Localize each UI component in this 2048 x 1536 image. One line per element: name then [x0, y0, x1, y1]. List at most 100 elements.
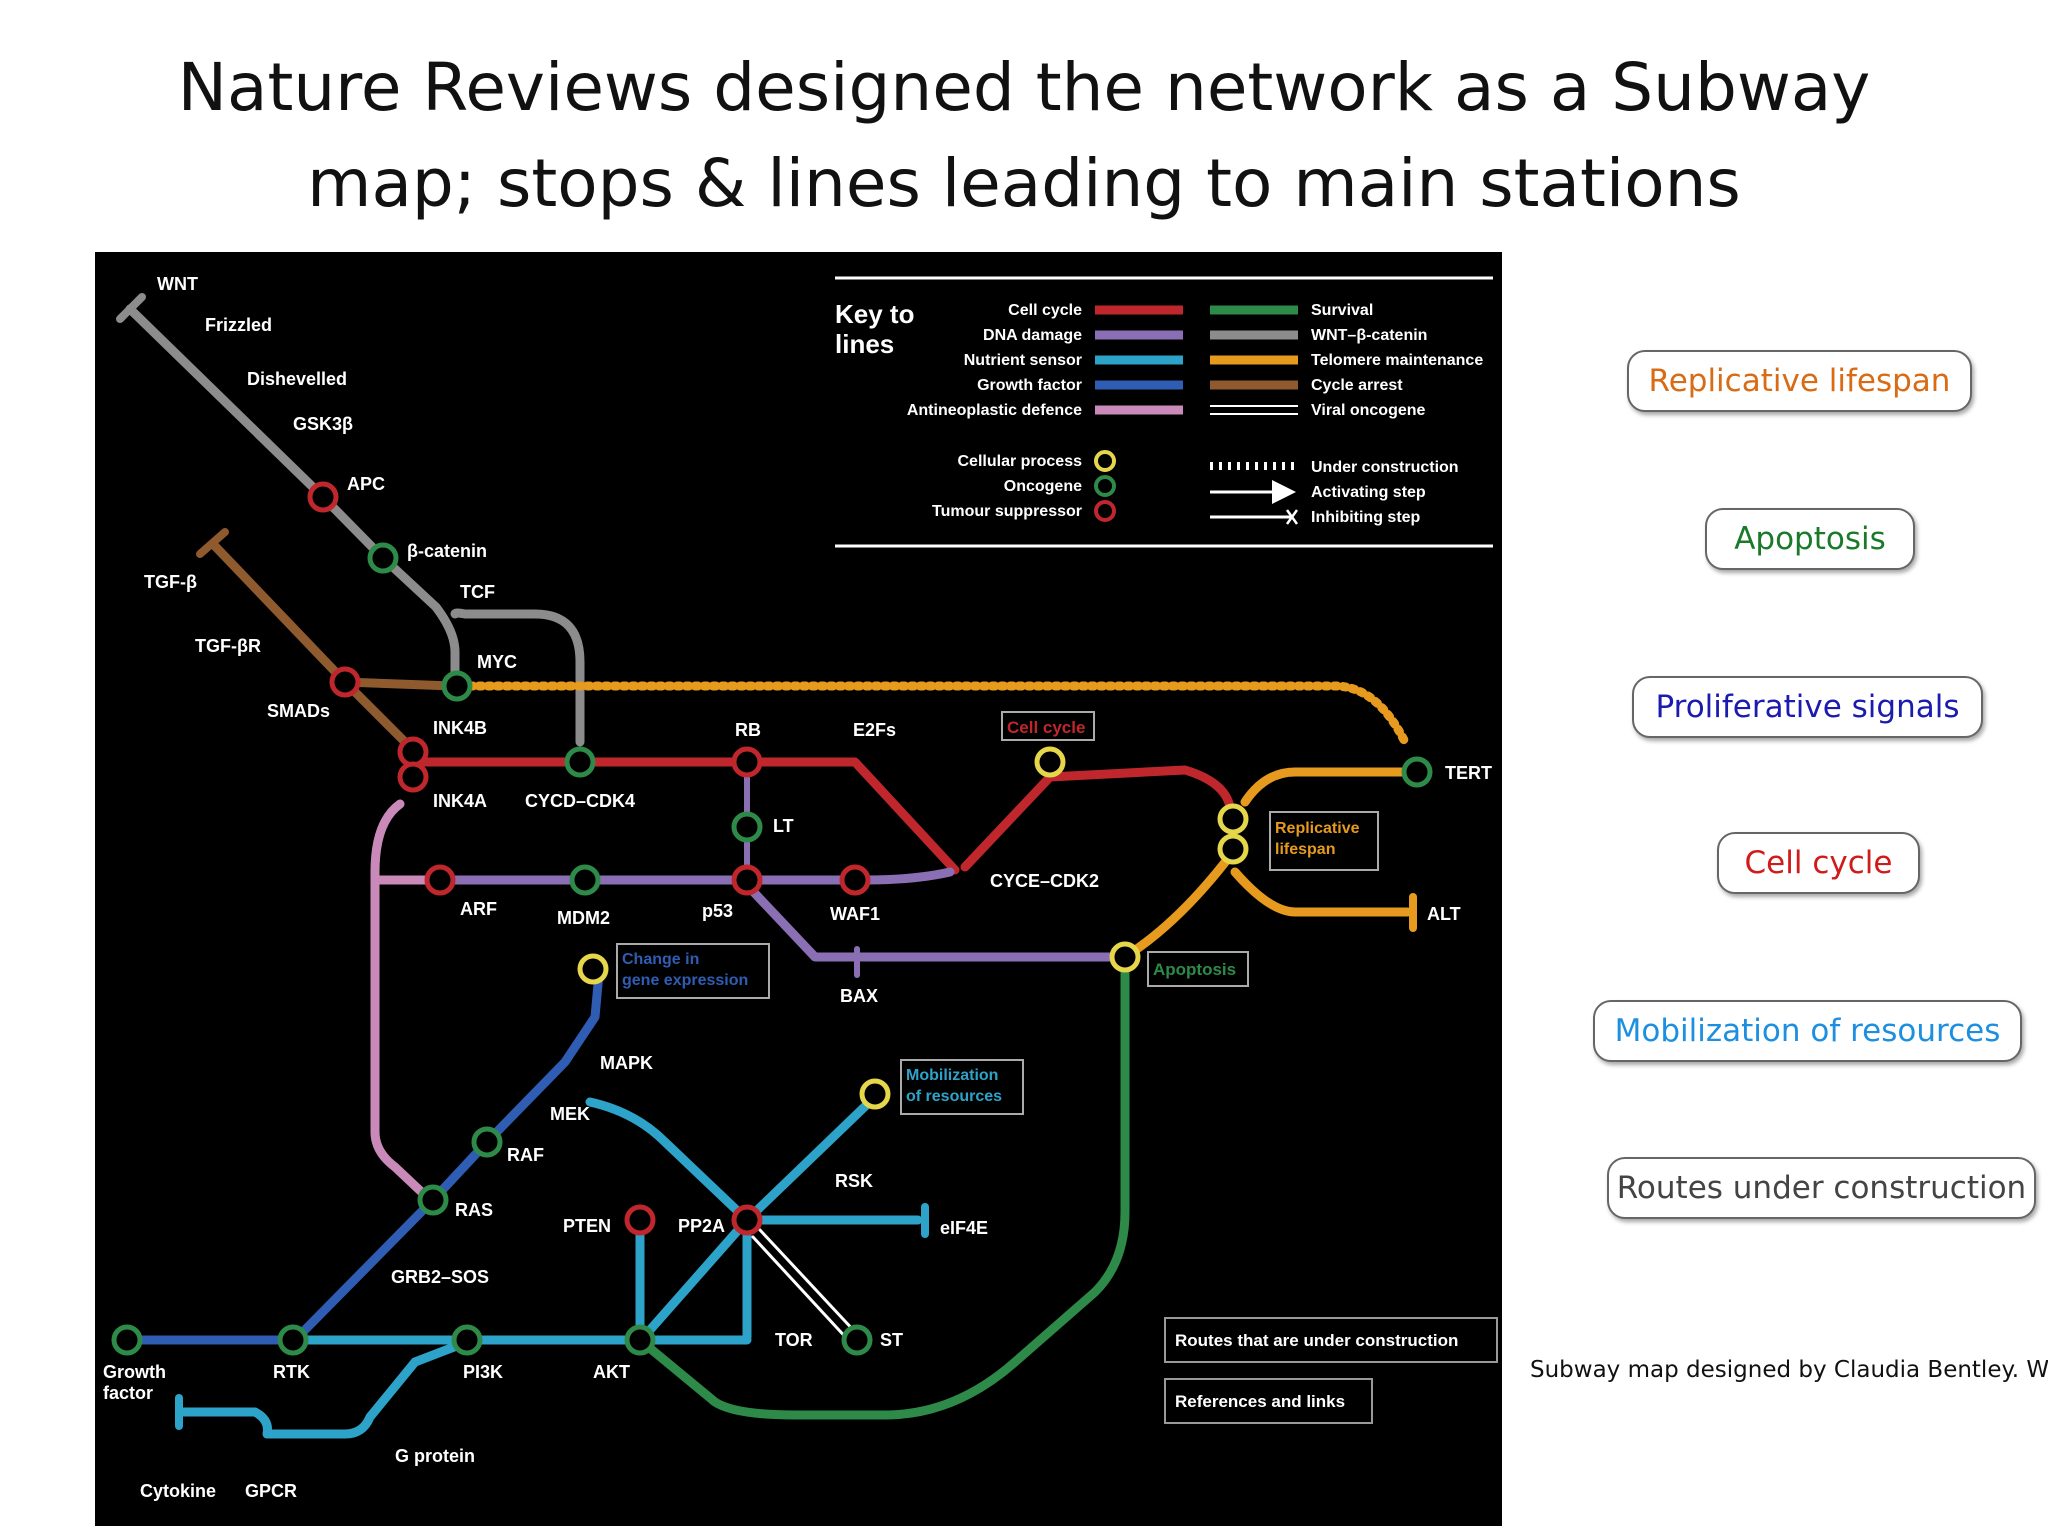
replicative-station-a[interactable] [1217, 803, 1249, 835]
myc-station[interactable] [441, 670, 473, 702]
replicative-station-b[interactable] [1217, 833, 1249, 865]
label-ras: RAS [455, 1200, 493, 1220]
label-rsk: RSK [835, 1171, 873, 1191]
st-viral-line [758, 1228, 859, 1336]
key-stop-label-2: Tumour suppressor [932, 503, 1082, 520]
side-button-proliferative-signals[interactable]: Proliferative signals [1632, 676, 1983, 738]
pi3k-station[interactable] [451, 1324, 483, 1356]
label-eif4e: eIF4E [940, 1218, 988, 1238]
apoptosis-station[interactable] [1109, 941, 1141, 973]
rb-station[interactable] [731, 746, 763, 778]
process-replicative-2: lifespan [1275, 841, 1335, 858]
label-rb: RB [735, 720, 761, 740]
label-lt: LT [773, 816, 794, 836]
key-title-1: Key to [835, 299, 914, 329]
smads-myc-line [340, 677, 458, 691]
key-right-label-2: Telomere maintenance [1311, 352, 1483, 369]
gene-expression-station[interactable] [577, 953, 609, 985]
label-p53: p53 [702, 901, 733, 921]
credit-text: Subway map designed by Claudia Bentley. … [1530, 1357, 2048, 1383]
label-tor: TOR [775, 1330, 813, 1350]
label-cyce: CYCE–CDK2 [990, 871, 1099, 891]
label-wnt: WNT [157, 274, 198, 294]
key-left-label-2: Nutrient sensor [964, 352, 1082, 369]
key-stop-label-0: Cellular process [958, 453, 1083, 470]
side-button-apoptosis[interactable]: Apoptosis [1705, 508, 1915, 570]
references-link-label: References and links [1175, 1392, 1345, 1411]
process-gene-1: Change in [622, 951, 699, 968]
side-button-routes-under-construction[interactable]: Routes under construction [1607, 1157, 2036, 1219]
st-station[interactable] [841, 1324, 873, 1356]
rtk-station[interactable] [277, 1324, 309, 1356]
key-step-under-construction: Under construction [1311, 459, 1459, 476]
mob-station[interactable] [859, 1078, 891, 1110]
lt-station[interactable] [731, 811, 763, 843]
key-left-label-3: Growth factor [977, 377, 1082, 394]
label-growth-1: Growth [103, 1362, 166, 1382]
cytokine-line [176, 1337, 472, 1439]
cell-cycle-station[interactable] [1034, 746, 1066, 778]
key-left-label-4: Antineoplastic defence [907, 402, 1082, 419]
side-button-replicative-lifespan[interactable]: Replicative lifespan [1627, 350, 1972, 412]
label-raf: RAF [507, 1145, 544, 1165]
label-ink4a: INK4A [433, 791, 487, 811]
ink4b-station[interactable] [397, 736, 429, 768]
key-left-label-1: DNA damage [983, 327, 1082, 344]
side-button-cell-cycle[interactable]: Cell cycle [1717, 832, 1920, 894]
process-apoptosis: Apoptosis [1153, 960, 1236, 979]
key-right-label-3: Cycle arrest [1311, 377, 1403, 394]
waf1-station[interactable] [839, 864, 871, 896]
side-button-mobilization-of-resources[interactable]: Mobilization of resources [1593, 1000, 2022, 1062]
wnt-bar [116, 293, 146, 323]
pp2a-station[interactable] [731, 1204, 763, 1236]
cycd-station[interactable] [564, 746, 596, 778]
label-smads: SMADs [267, 701, 330, 721]
label-frizzled: Frizzled [205, 315, 272, 335]
growth-factor-station[interactable] [111, 1324, 143, 1356]
myc-tert-dotted [465, 681, 1410, 747]
references-and-links[interactable]: References and links [1164, 1378, 1373, 1424]
pp2a-mapk [585, 1097, 752, 1225]
apc-station[interactable] [307, 481, 339, 513]
process-labels: Cell cycle Replicative lifespan Apoptosi… [616, 711, 1379, 1115]
key-stop-icon-2 [1094, 500, 1116, 522]
wnt-line [125, 304, 460, 682]
label-grb2: GRB2–SOS [391, 1267, 489, 1287]
label-arf: ARF [460, 899, 497, 919]
cell-cycle-line [408, 757, 960, 875]
mdm2-station[interactable] [569, 864, 601, 896]
pp2a-rsk [742, 1087, 885, 1225]
label-tcf: TCF [460, 582, 495, 602]
key-right-label-4: Viral oncogene [1311, 402, 1426, 419]
p53-station[interactable] [731, 864, 763, 896]
label-alt: ALT [1427, 904, 1461, 924]
label-mapk: MAPK [600, 1053, 653, 1073]
ink4a-station[interactable] [397, 761, 429, 793]
label-st: ST [880, 1330, 903, 1350]
process-replicative-1: Replicative [1275, 820, 1360, 837]
label-waf1: WAF1 [830, 904, 880, 924]
key-steps: Under construction Activating step Inhib… [1210, 459, 1459, 526]
pten-station[interactable] [624, 1204, 656, 1236]
label-rtk: RTK [273, 1362, 310, 1382]
tert-station[interactable] [1401, 756, 1433, 788]
slide-title-line-2: map; stops & lines leading to main stati… [307, 145, 1741, 222]
label-pten: PTEN [563, 1216, 611, 1236]
arf-station[interactable] [424, 864, 456, 896]
label-pi3k: PI3K [463, 1362, 503, 1382]
raf-station[interactable] [471, 1126, 503, 1158]
slide-title: Nature Reviews designed the network as a… [0, 40, 2048, 232]
label-dishevelled: Dishevelled [247, 369, 347, 389]
key-right-label-1: WNT–β-catenin [1311, 327, 1427, 344]
smads-station[interactable] [329, 666, 361, 698]
label-cytokine: Cytokine [140, 1481, 216, 1501]
akt-station[interactable] [624, 1324, 656, 1356]
label-gprotein: G protein [395, 1446, 475, 1466]
bcatenin-station[interactable] [367, 542, 399, 574]
ras-station[interactable] [417, 1184, 449, 1216]
process-mob-1: Mobilization [906, 1067, 998, 1084]
label-tgfbr: TGF-βR [195, 636, 261, 656]
routes-under-construction-link[interactable]: Routes that are under construction [1164, 1317, 1498, 1363]
